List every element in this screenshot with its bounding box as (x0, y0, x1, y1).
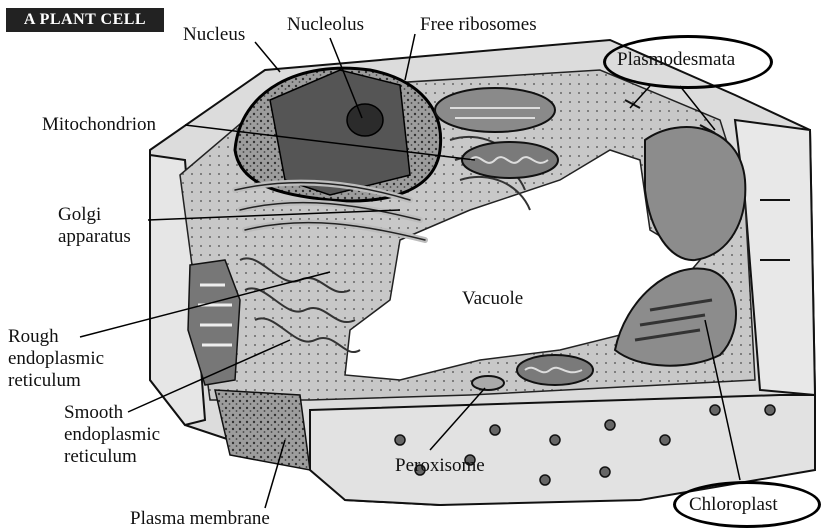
label-nucleus: Nucleus (183, 24, 245, 45)
label-rough-er-line3: reticulum (8, 370, 81, 391)
peroxisome-shape (472, 376, 504, 390)
label-mitochondrion: Mitochondrion (42, 114, 156, 135)
label-rough-er-line1: Rough (8, 326, 59, 347)
label-chloroplast: Chloroplast (689, 494, 778, 515)
label-smooth-er-line3: reticulum (64, 446, 137, 467)
label-golgi-line1: Golgi (58, 204, 101, 225)
label-vacuole: Vacuole (462, 288, 523, 309)
label-smooth-er-line2: endoplasmic (64, 424, 160, 445)
label-peroxisome: Peroxisome (395, 455, 485, 476)
diagram-title: A PLANT CELL (6, 8, 164, 32)
label-free-ribosomes: Free ribosomes (420, 14, 537, 35)
label-plasmodesmata: Plasmodesmata (617, 49, 735, 70)
label-nucleolus: Nucleolus (287, 14, 364, 35)
nucleolus-shape (347, 104, 383, 136)
label-plasma-membrane: Plasma membrane (130, 508, 270, 529)
label-golgi-line2: apparatus (58, 226, 131, 247)
bottom-left-compartment (215, 390, 310, 470)
mitochondrion-shape (462, 142, 558, 178)
label-rough-er-line2: endoplasmic (8, 348, 104, 369)
label-smooth-er-line1: Smooth (64, 402, 123, 423)
